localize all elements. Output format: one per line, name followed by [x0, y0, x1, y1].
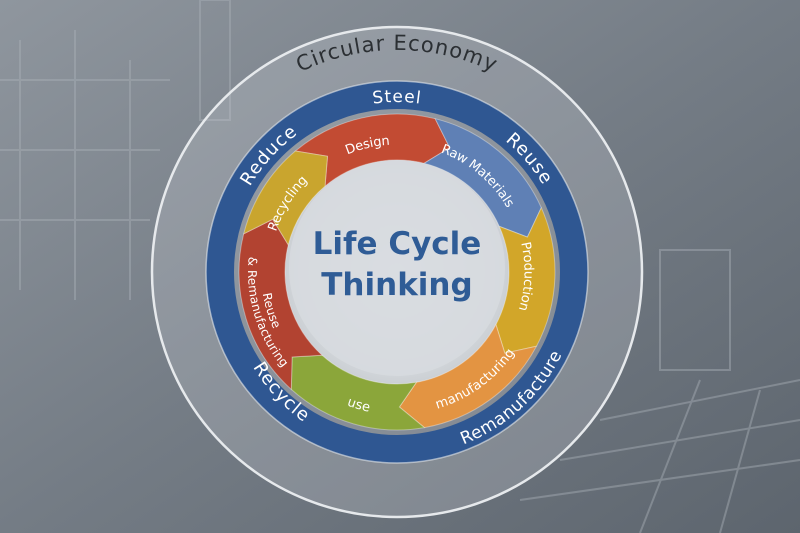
cycle-segment-label: Production: [515, 241, 536, 313]
svg-text:Steel: Steel: [371, 87, 422, 109]
steel-ring: [206, 81, 588, 463]
cycle-segment-label-text: Production: [515, 241, 536, 313]
center-core: [289, 160, 505, 376]
cycle-segment-label: use: [345, 395, 371, 416]
steel-ring-outline: [205, 80, 589, 464]
ring-label-steel: Steel: [371, 87, 421, 109]
cycle-segment: [242, 150, 329, 247]
cycle-segment-label-text: use: [345, 395, 371, 416]
center-title-line-2: Thinking: [321, 267, 472, 303]
cycle-segment: [238, 218, 324, 391]
center-title-line-1: Life Cycle: [313, 226, 482, 262]
